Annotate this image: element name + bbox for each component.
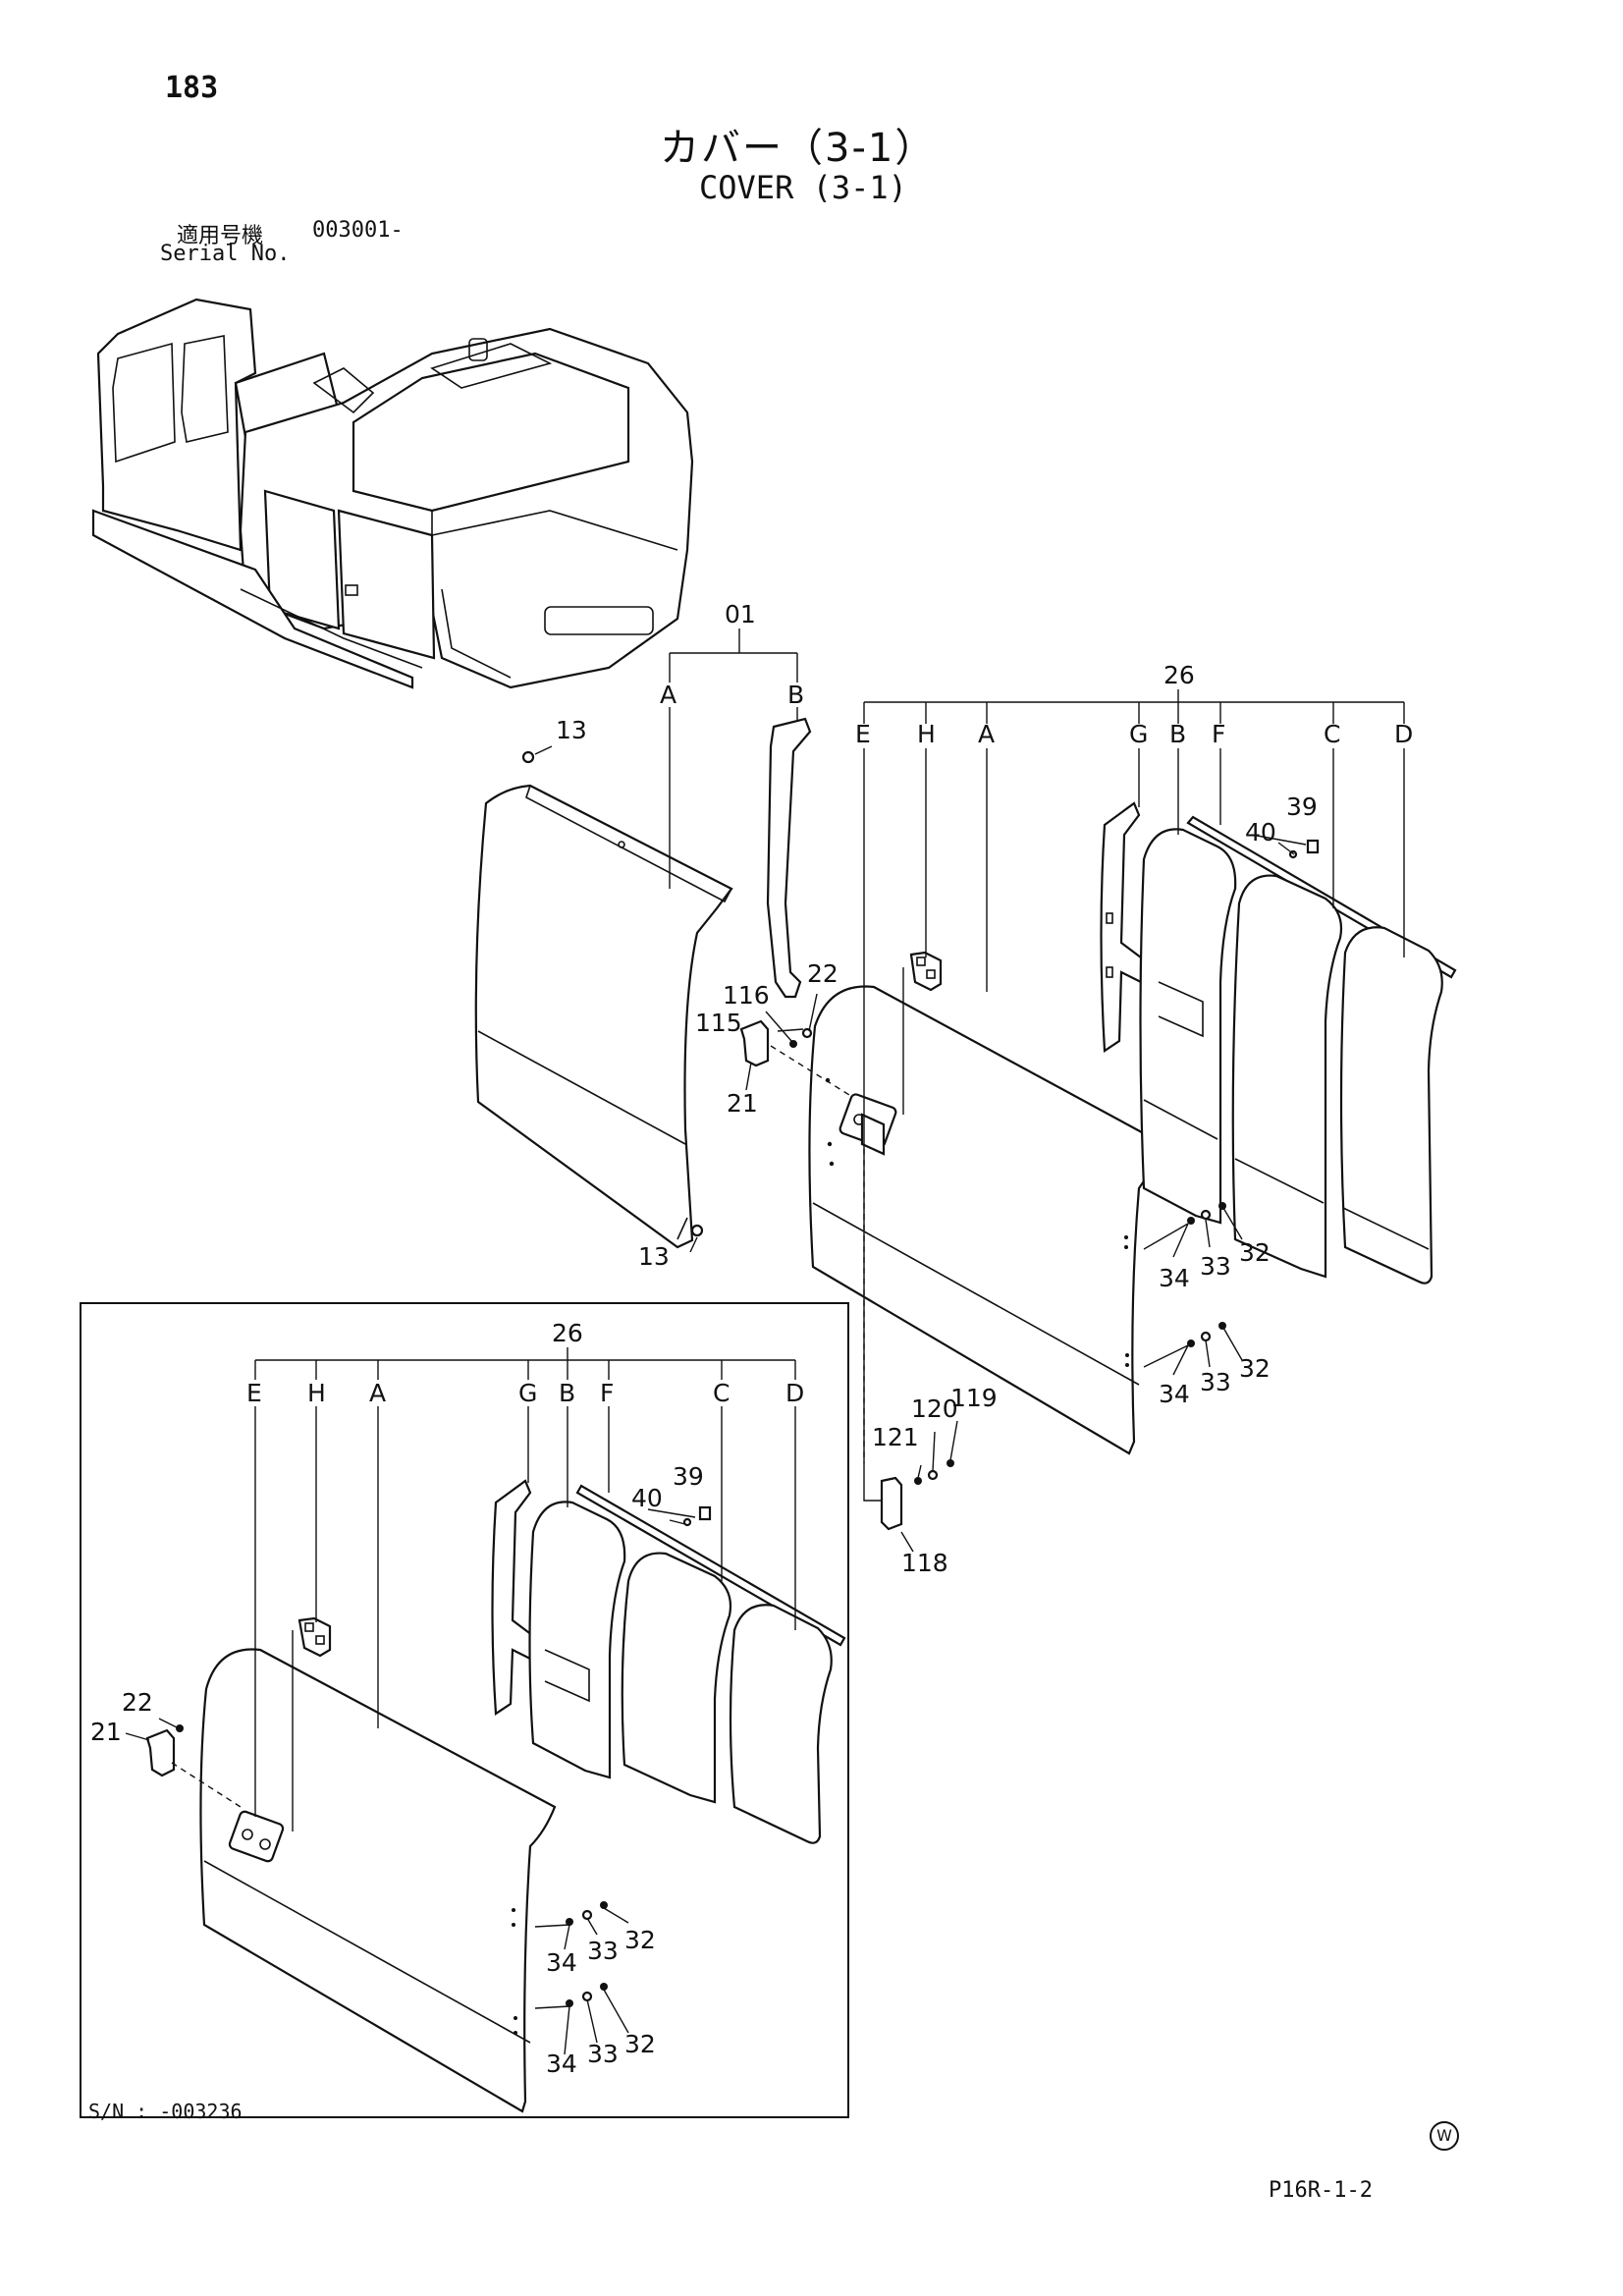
bracket-118 xyxy=(880,1476,903,1531)
callout-34-upper: 34 xyxy=(1159,1264,1190,1292)
inset-callout-26-e: E xyxy=(246,1379,262,1407)
inset-callout-26-b: B xyxy=(559,1379,575,1407)
inset-callout-39: 39 xyxy=(673,1462,704,1491)
hinge-part-26h xyxy=(909,951,943,992)
serial-range: 003001- xyxy=(312,218,404,243)
inset-callout-26-c: C xyxy=(713,1379,730,1407)
callout-01-b: B xyxy=(787,681,804,709)
callout-26-g: G xyxy=(1129,720,1148,748)
door-panel-26a xyxy=(808,985,1165,1455)
callout-26: 26 xyxy=(1163,661,1195,689)
latch-part-26e xyxy=(860,1113,886,1156)
panel-26b xyxy=(1139,828,1237,1225)
callout-39: 39 xyxy=(1286,793,1318,821)
inset-strip-26f xyxy=(575,1484,846,1647)
inset-bracket-21 xyxy=(145,1728,176,1777)
callout-32-lower: 32 xyxy=(1239,1354,1271,1383)
page-number: 183 xyxy=(165,71,219,105)
callout-116: 116 xyxy=(723,981,770,1010)
bracket-21 xyxy=(739,1019,770,1067)
inset-leader-lines xyxy=(125,1347,796,2055)
serial-label-english: Serial No. xyxy=(160,242,291,266)
panel-26c xyxy=(1231,874,1343,1279)
inset-callout-26-f: F xyxy=(600,1379,614,1407)
title-english: COVER (3-1) xyxy=(699,169,907,206)
excavator-overview-illustration xyxy=(91,298,694,689)
inset-callout-26: 26 xyxy=(552,1319,583,1347)
inset-callout-26-g: G xyxy=(518,1379,537,1407)
callout-01: 01 xyxy=(725,600,756,629)
inset-callout-26-d: D xyxy=(785,1379,804,1407)
callout-34-lower: 34 xyxy=(1159,1380,1190,1408)
callout-13-top: 13 xyxy=(556,716,587,744)
inset-callout-26-h: H xyxy=(307,1379,326,1407)
inset-panel-26b xyxy=(528,1501,626,1779)
inset-callout-32-upper: 32 xyxy=(624,1926,656,1954)
inset-frame xyxy=(80,1302,849,2118)
callout-120: 120 xyxy=(911,1394,958,1423)
callout-26-c: C xyxy=(1324,720,1340,748)
inset-callout-33-lower: 33 xyxy=(587,2040,619,2068)
inset-callout-22: 22 xyxy=(122,1688,153,1717)
callout-33-upper: 33 xyxy=(1200,1252,1231,1281)
w-mark-icon: W xyxy=(1430,2121,1459,2151)
inset-panel-26c xyxy=(621,1552,732,1804)
callout-01-a: A xyxy=(660,681,676,709)
callout-13-bottom: 13 xyxy=(638,1242,670,1271)
small-hardware xyxy=(521,750,1320,1485)
callout-119: 119 xyxy=(950,1384,998,1412)
callout-118: 118 xyxy=(901,1549,948,1577)
inset-hinge-26h xyxy=(298,1616,332,1658)
inset-callout-33-upper: 33 xyxy=(587,1937,619,1965)
callout-121: 121 xyxy=(872,1423,919,1451)
callout-32-upper: 32 xyxy=(1239,1238,1271,1267)
page-code: P16R-1-2 xyxy=(1269,2178,1373,2203)
callout-26-a: A xyxy=(978,720,995,748)
callout-26-f: F xyxy=(1212,720,1225,748)
main-leader-lines xyxy=(534,629,1405,1553)
inset-callout-26-a: A xyxy=(369,1379,386,1407)
inset-callout-34-lower: 34 xyxy=(546,2050,577,2078)
inset-serial-note: S/N : -003236 xyxy=(88,2100,243,2123)
serial-label-japanese: 適用号機 xyxy=(177,224,264,248)
cover-strip-01b xyxy=(766,717,812,999)
callout-26-h: H xyxy=(917,720,936,748)
callout-21: 21 xyxy=(727,1089,758,1118)
callout-26-d: D xyxy=(1394,720,1413,748)
inset-callout-40: 40 xyxy=(631,1484,663,1512)
callout-26-b: B xyxy=(1169,720,1186,748)
callout-22: 22 xyxy=(807,959,839,988)
callout-26-e: E xyxy=(855,720,871,748)
inset-callout-32-lower: 32 xyxy=(624,2030,656,2058)
cover-panel-01a xyxy=(474,784,733,1249)
inset-callout-21: 21 xyxy=(90,1718,122,1746)
panel-26d xyxy=(1339,926,1443,1285)
inset-callout-34-upper: 34 xyxy=(546,1948,577,1977)
inset-small-hardware xyxy=(176,1505,712,2007)
inset-panel-26d xyxy=(729,1604,833,1844)
callout-40: 40 xyxy=(1245,818,1276,847)
callout-115: 115 xyxy=(695,1009,742,1037)
title-japanese: カバー（3-1） xyxy=(660,126,937,171)
inset-strip-26g xyxy=(491,1479,534,1716)
callout-33-lower: 33 xyxy=(1200,1368,1231,1396)
strip-26g xyxy=(1100,801,1143,1053)
